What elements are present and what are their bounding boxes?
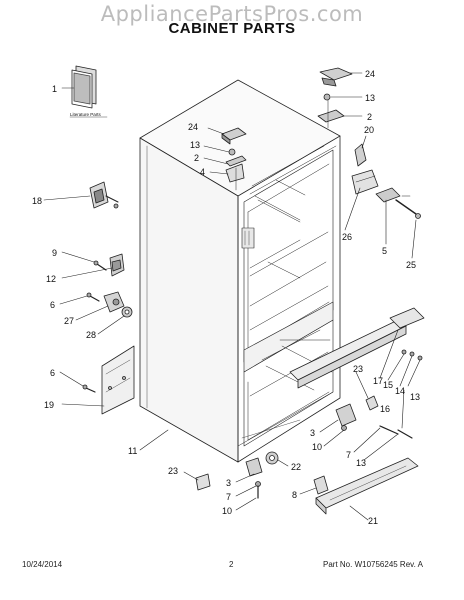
clip-8 (313, 475, 329, 495)
callout-20: 20 (364, 125, 374, 135)
roller-22 (265, 451, 279, 465)
callout-17: 17 (373, 376, 383, 386)
footer-part-number: Part No. W10756245 Rev. A (323, 560, 423, 569)
callout-19: 19 (44, 400, 54, 410)
pad-23b (195, 473, 211, 491)
callout-24: 24 (188, 122, 198, 132)
refrigerator-cabinet (139, 79, 341, 463)
callout-26: 26 (342, 232, 352, 242)
callout-23: 23 (168, 466, 178, 476)
toe-grille-frame-17 (289, 307, 425, 389)
literature-label: Literature Parts (70, 112, 102, 117)
callout-27: 27 (64, 316, 74, 326)
bracket-27 (103, 291, 125, 313)
pad-23a (365, 395, 379, 411)
top-hinge-right (317, 67, 353, 129)
toe-grille-21 (315, 457, 419, 515)
callout-2: 2 (367, 112, 372, 122)
callout-15: 15 (383, 380, 393, 390)
callout-12: 12 (46, 274, 56, 284)
callout-22: 22 (291, 462, 301, 472)
callout-23: 23 (353, 364, 363, 374)
callouts: 1 24 13 2 20 24 13 2 4 18 26 5 25 9 12 6… (32, 69, 420, 526)
watermark: AppliancePartsPros.com (100, 2, 364, 26)
leveling-leg-left (245, 457, 263, 499)
screw-9 (93, 260, 107, 271)
callout-10: 10 (222, 506, 232, 516)
callout-8: 8 (292, 490, 297, 500)
callout-13: 13 (190, 140, 200, 150)
leader-lines (43, 72, 421, 521)
literature-booklet: Literature Parts (69, 65, 108, 118)
footer-page-number: 2 (229, 560, 234, 569)
callout-6: 6 (50, 300, 55, 310)
callout-28: 28 (86, 330, 96, 340)
callout-7: 7 (226, 492, 231, 502)
callout-9: 9 (52, 248, 57, 258)
callout-2: 2 (194, 153, 199, 163)
callout-6: 6 (50, 368, 55, 378)
callout-14: 14 (395, 386, 405, 396)
callout-21: 21 (368, 516, 378, 526)
callout-4: 4 (200, 167, 205, 177)
bracket-18 (89, 181, 119, 209)
hinge-bracket-assembly (351, 143, 421, 219)
callout-7: 7 (346, 450, 351, 460)
callout-13: 13 (356, 458, 366, 468)
bushing-28 (121, 306, 133, 318)
callout-3: 3 (226, 478, 231, 488)
callout-5: 5 (382, 246, 387, 256)
top-hinge-left (221, 127, 247, 191)
callout-13: 13 (410, 392, 420, 402)
callout-11: 11 (128, 446, 137, 456)
callout-24: 24 (365, 69, 375, 79)
page-title: CABINET PARTS (168, 20, 296, 37)
callout-13: 13 (365, 93, 375, 103)
screw-6b (82, 384, 96, 393)
callout-18: 18 (32, 196, 42, 206)
callout-16: 16 (380, 404, 390, 414)
screw-6a (86, 292, 100, 302)
callout-10: 10 (312, 442, 322, 452)
bracket-12 (109, 253, 125, 277)
callout-1: 1 (52, 84, 57, 94)
leveling-bracket-right (335, 403, 357, 431)
callout-3: 3 (310, 428, 315, 438)
callout-25: 25 (406, 260, 416, 270)
footer-date: 10/24/2014 (22, 560, 63, 569)
bracket-19-plate (101, 345, 135, 415)
